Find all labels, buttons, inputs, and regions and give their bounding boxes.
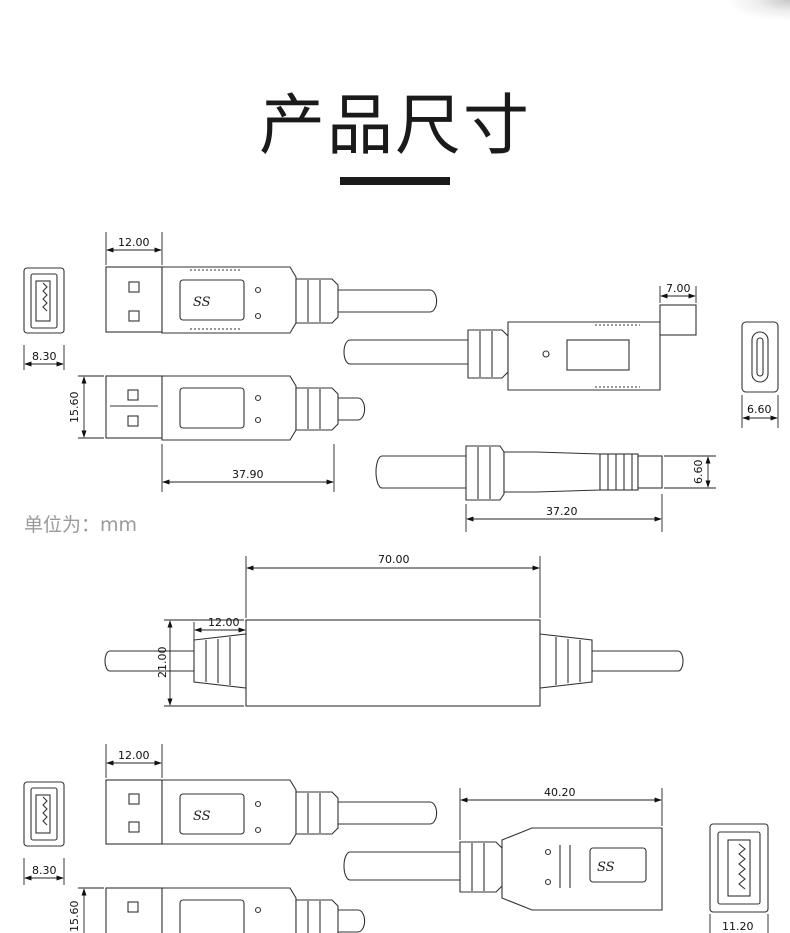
ss-logo-2: SS (193, 809, 211, 824)
dim-top-plug-height: 15.60 (68, 392, 81, 424)
typec-group: 7.00 6.60 6.60 (343, 282, 779, 532)
dim-bottom-usb-a-width: 12.00 (118, 749, 150, 762)
dim-top-port-width: 8.30 (32, 350, 57, 363)
bottom-port-front-view (23, 781, 65, 847)
dim-female-length: 40.20 (544, 786, 576, 799)
top-usb-a-group: 8.30 SS 12.00 (23, 232, 438, 492)
dim-box-strain-width: 12.00 (208, 616, 240, 629)
inline-box-body (245, 619, 541, 707)
bottom-usb-group: 8.30 SS 12.00 (23, 744, 769, 933)
typec-angled-view (343, 304, 697, 391)
page-corner-shadow (730, 0, 790, 20)
dim-top-usb-a-width: 12.00 (118, 236, 150, 249)
top-cable-upper: SS (105, 266, 438, 334)
bottom-cable-upper: SS (105, 779, 438, 845)
dim-female-port-width: 11.20 (722, 920, 754, 933)
page-title: 产品尺寸 (259, 87, 531, 164)
dim-box-height: 21.00 (156, 647, 169, 679)
dim-top-plug-length: 37.90 (232, 468, 264, 481)
unit-note: 单位为：mm (24, 514, 138, 536)
inline-box-group: 70.00 12.00 21.00 (104, 553, 684, 707)
dim-bottom-plug-height: 15.60 (68, 901, 81, 933)
dim-typec-side-height: 6.60 (692, 460, 705, 485)
dim-box-length: 70.00 (378, 553, 410, 566)
female-connector-view: SS (343, 827, 663, 911)
dim-typec-port-width: 6.60 (747, 403, 772, 416)
dim-typec-thickness: 7.00 (666, 282, 691, 295)
ss-logo-3: SS (597, 860, 615, 875)
typec-straight-view (375, 445, 663, 501)
female-port-front-view (709, 823, 769, 913)
top-port-front-view (23, 267, 65, 334)
ss-logo-1: SS (193, 295, 211, 310)
dim-typec-length: 37.20 (546, 505, 578, 518)
bottom-cable-lower (105, 887, 366, 933)
top-cable-lower (105, 375, 366, 441)
typec-port-front-view (741, 321, 779, 393)
dim-bottom-port-width: 8.30 (32, 864, 57, 877)
title-underline (340, 177, 450, 185)
